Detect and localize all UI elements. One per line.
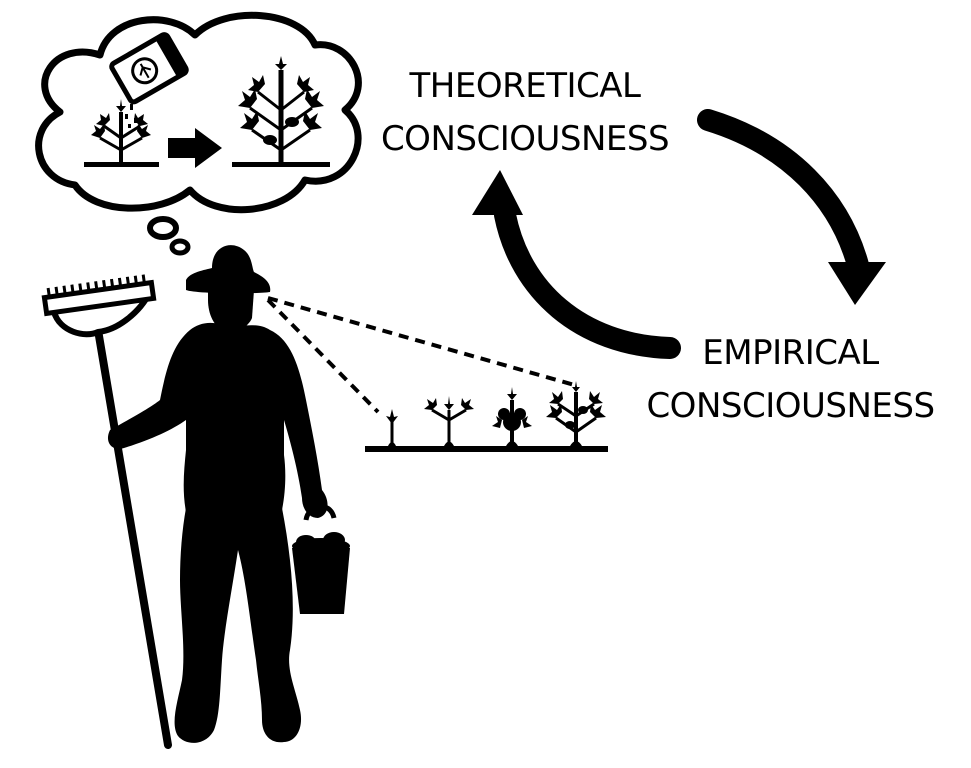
theoretical-consciousness-label: THEORETICAL CONSCIOUSNESS (360, 60, 690, 166)
fertilizer-particles (125, 104, 137, 128)
cycle-arrow-down-icon (697, 109, 886, 305)
farmer-silhouette-icon (107, 245, 328, 743)
rake-icon (41, 274, 172, 749)
right-arrow-icon (168, 128, 222, 168)
small-plant-icon (84, 99, 159, 167)
grown-plant-icon (232, 56, 330, 167)
plant-row-icon (365, 381, 608, 452)
theoretical-label-line-1: THEORETICAL (409, 66, 641, 106)
sight-lines (266, 296, 579, 414)
cycle-arrow-up-icon (472, 170, 681, 359)
empirical-label-line-2: CONSCIOUSNESS (646, 386, 935, 426)
empirical-consciousness-label: EMPIRICAL CONSCIOUSNESS (628, 327, 953, 433)
fertilizer-bag-icon (109, 32, 189, 105)
theoretical-label-line-2: CONSCIOUSNESS (380, 119, 670, 159)
empirical-label-line-1: EMPIRICAL (702, 333, 879, 373)
bucket-icon (292, 504, 350, 614)
